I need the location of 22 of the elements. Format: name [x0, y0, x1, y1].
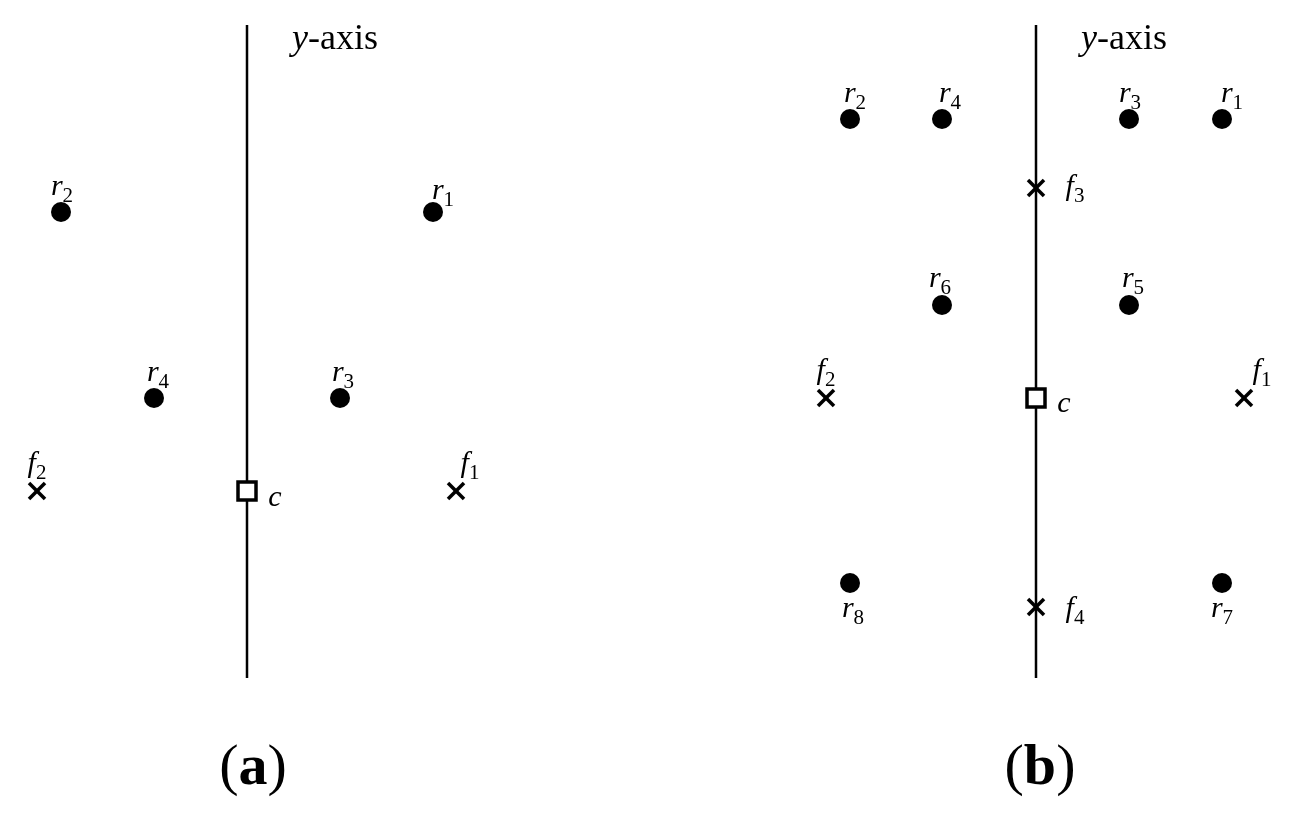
point-label: f$_{4}$: [1065, 592, 1085, 628]
point-label: r$_{3}$: [1118, 77, 1142, 113]
point-label: f$_{3}$: [1065, 170, 1085, 206]
point-label: r$_{4}$: [938, 77, 962, 113]
point-label: r$_{5}$: [1121, 262, 1145, 298]
point-label: r$_{6}$: [928, 262, 952, 298]
point-label: c: [268, 481, 282, 511]
point-label: f$_{2}$: [27, 447, 47, 483]
point-label: r$_{8}$: [841, 592, 865, 628]
panel-label: (b): [1004, 736, 1076, 794]
point-label: c: [1057, 387, 1071, 417]
point-label: r$_{2}$: [50, 170, 74, 206]
point-label: f$_{2}$: [816, 354, 836, 390]
panel-label: (a): [219, 736, 287, 794]
point-label: r$_{7}$: [1210, 592, 1234, 628]
point-label: r$_{4}$: [146, 356, 170, 392]
point-label: r$_{3}$: [331, 356, 355, 392]
point-label: r$_{2}$: [843, 77, 867, 113]
point-label: f$_{1}$: [460, 447, 480, 483]
point-label: f$_{1}$: [1252, 354, 1272, 390]
point-label: r$_{1}$: [1220, 77, 1244, 113]
point-label: r$_{1}$: [431, 174, 455, 210]
